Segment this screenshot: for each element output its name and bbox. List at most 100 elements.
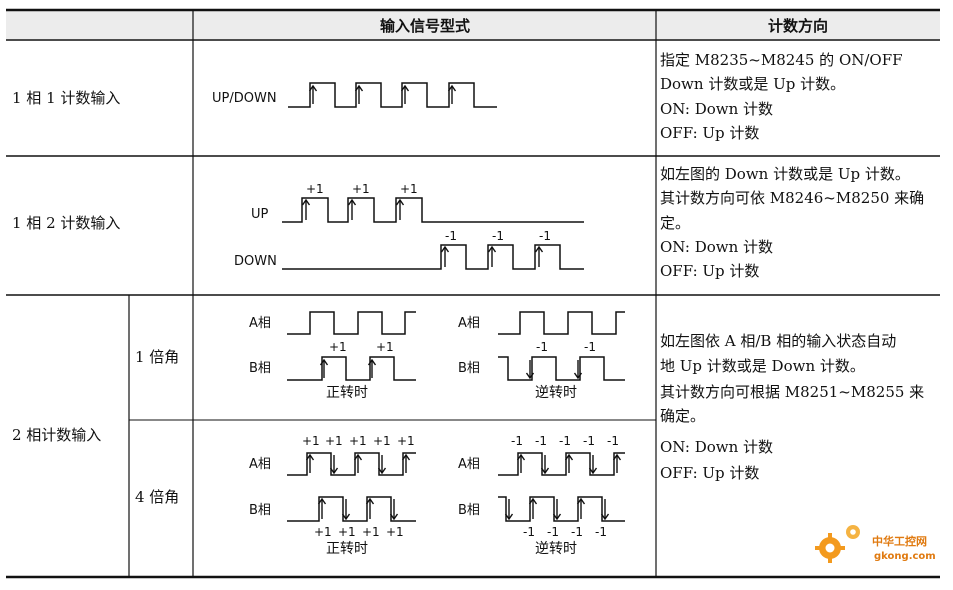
b-edge-arrow-fwd-4x-head (365, 497, 375, 505)
a-edge-arrow-rev-4x-head (516, 453, 526, 461)
b-falling-arrow-rev-head (525, 372, 535, 380)
signal-diagrams: UP/DOWNUPDOWN+1+1+1-1-1-1A相B相+1+1正转时A相B相… (212, 82, 625, 557)
b-edge-arrow-rev-4x-head (576, 497, 586, 505)
fwd-4x-plus-one-bottom: +1 (386, 525, 404, 539)
desc-row3-line: OFF: Up 计数 (660, 464, 759, 482)
b-rising-arrow-fwd-head (367, 358, 377, 366)
desc-row2-line: 如左图的 Down 计数或是 Up 计数。 (660, 165, 910, 183)
up-plus-one: +1 (400, 182, 418, 196)
down-waveform (282, 244, 584, 270)
rev-1x-minus-one: -1 (584, 340, 596, 354)
watermark-line1: 中华工控网 (872, 534, 927, 548)
a-phase-label-fwd-4x: A相 (249, 457, 271, 472)
down-label: DOWN (234, 254, 277, 269)
desc-row2-line: 其计数方向可依 M8246~M8250 来确 (660, 189, 924, 207)
desc-row3-line: 如左图依 A 相/B 相的输入状态自动 (660, 332, 896, 350)
desc-row3-line: 确定。 (660, 407, 705, 425)
mode-4x-multiplier: 4 倍角 (135, 488, 179, 506)
fwd-4x-plus-one-bottom: +1 (338, 525, 356, 539)
b-edge-arrow-rev-4x-head (528, 497, 538, 505)
desc-row1: 指定 M8235~M8245 的 ON/OFF Down 计数或是 Up 计数。… (660, 51, 903, 142)
rev-4x-minus-one-top: -1 (535, 434, 547, 448)
a-edge-arrow-rev-4x-head (564, 453, 574, 461)
fwd-4x-plus-one-top: +1 (302, 434, 320, 448)
b-phase-label-rev-1x: B相 (458, 361, 480, 376)
fwd-4x-plus-one-top: +1 (325, 434, 343, 448)
b-waveform-fwd-1x (287, 356, 416, 381)
b-edge-arrow-rev-4x-head (504, 513, 514, 521)
fwd-4x-plus-one-bottom: +1 (362, 525, 380, 539)
rev-4x-minus-one-top: -1 (559, 434, 571, 448)
b-waveform-rev-1x (498, 356, 625, 381)
down-minus-one: -1 (539, 229, 551, 243)
a-edge-arrow-fwd-4x-head (305, 453, 315, 461)
b-edge-arrow-fwd-4x-head (317, 497, 327, 505)
updown-rising-arrow-head (354, 84, 364, 92)
mode-1x-multiplier: 1 倍角 (135, 348, 179, 366)
updown-waveform (288, 82, 497, 108)
b-edge-arrow-fwd-4x-head (341, 513, 351, 521)
desc-row3-line: ON: Down 计数 (660, 438, 773, 456)
desc-row1-line: 指定 M8235~M8245 的 ON/OFF (660, 51, 903, 69)
desc-row3-line: 地 Up 计数或是 Down 计数。 (660, 357, 865, 375)
down-minus-one: -1 (492, 229, 504, 243)
rev-4x-minus-one-bottom: -1 (571, 525, 583, 539)
b-waveform-rev-4x (498, 496, 625, 522)
b-phase-label-rev-4x: B相 (458, 503, 480, 518)
a-phase-label-fwd-1x: A相 (249, 316, 271, 331)
a-phase-label-rev-4x: A相 (458, 457, 480, 472)
up-rising-arrow-head (347, 198, 357, 206)
down-minus-one: -1 (445, 229, 457, 243)
a-edge-arrow-rev-4x-head (612, 453, 622, 461)
fwd-4x-plus-one-bottom: +1 (314, 525, 332, 539)
a-edge-arrow-fwd-4x-head (401, 453, 411, 461)
header-background (6, 11, 940, 39)
rev-4x-minus-one-bottom: -1 (523, 525, 535, 539)
desc-row2: 如左图的 Down 计数或是 Up 计数。 其计数方向可依 M8246~M825… (660, 165, 924, 280)
down-rising-arrow-head (487, 245, 497, 253)
rev-4x-minus-one-top: -1 (511, 434, 523, 448)
forward-caption-1x: 正转时 (326, 385, 368, 401)
b-waveform-fwd-4x (287, 496, 416, 522)
a-phase-label-rev-1x: A相 (458, 316, 480, 331)
desc-row2-line: ON: Down 计数 (660, 238, 773, 256)
fwd-1x-plus-one: +1 (376, 340, 394, 354)
b-falling-arrow-rev-head (573, 372, 583, 380)
up-plus-one: +1 (306, 182, 324, 196)
watermark-line2: gkong.com (874, 551, 936, 562)
updown-rising-arrow-head (447, 84, 457, 92)
fwd-4x-plus-one-top: +1 (373, 434, 391, 448)
a-edge-arrow-rev-4x-head (588, 467, 598, 475)
b-phase-label-fwd-1x: B相 (249, 361, 271, 376)
mode-2phase-input: 2 相计数输入 (12, 426, 101, 444)
down-rising-arrow-head (534, 245, 544, 253)
a-waveform-rev-4x (498, 452, 625, 476)
fwd-4x-plus-one-top: +1 (397, 434, 415, 448)
table-grid (6, 8, 940, 579)
rev-4x-minus-one-bottom: -1 (547, 525, 559, 539)
up-plus-one: +1 (352, 182, 370, 196)
fwd-1x-plus-one: +1 (329, 340, 347, 354)
rev-4x-minus-one-top: -1 (607, 434, 619, 448)
reverse-caption-4x: 逆转时 (535, 541, 577, 557)
a-edge-arrow-rev-4x-head (540, 467, 550, 475)
a-edge-arrow-fwd-4x-head (329, 467, 339, 475)
b-edge-arrow-rev-4x-head (600, 513, 610, 521)
mode-1phase-1input: 1 相 1 计数输入 (12, 89, 120, 107)
desc-row1-line: ON: Down 计数 (660, 100, 773, 118)
up-rising-arrow-head (395, 198, 405, 206)
mode-1phase-2input: 1 相 2 计数输入 (12, 214, 120, 232)
desc-row1-line: OFF: Up 计数 (660, 124, 759, 142)
rev-4x-minus-one-top: -1 (583, 434, 595, 448)
a-edge-arrow-fwd-4x-head (353, 453, 363, 461)
a-waveform-rev-1x (498, 311, 625, 335)
a-waveform-fwd-4x (287, 452, 416, 476)
updown-rising-arrow-head (400, 84, 410, 92)
gkong-watermark: 中华工控网 gkong.com (815, 525, 936, 563)
fwd-4x-plus-one-top: +1 (349, 434, 367, 448)
rev-1x-minus-one: -1 (536, 340, 548, 354)
reverse-caption-1x: 逆转时 (535, 385, 577, 401)
desc-row2-line: OFF: Up 计数 (660, 262, 759, 280)
